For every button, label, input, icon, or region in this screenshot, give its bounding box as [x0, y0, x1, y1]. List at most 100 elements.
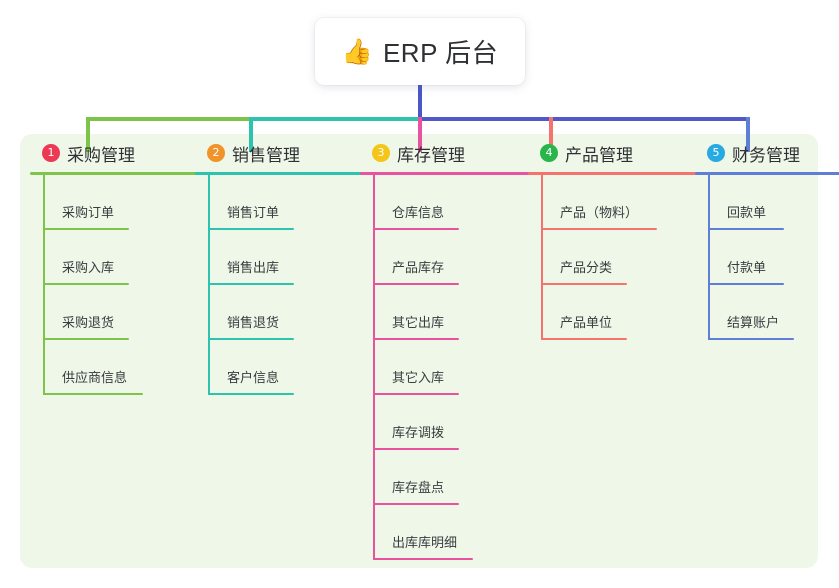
branch-item-label: 其它出库 — [392, 315, 445, 330]
branch-item-label: 产品库存 — [392, 260, 445, 275]
branch-item-list: 仓库信息产品库存其它出库其它入库库存调拨库存盘点出库库明细 — [360, 175, 660, 560]
branch-item-rule — [43, 283, 129, 285]
branch-item-rule — [208, 228, 294, 230]
branch-item[interactable]: 其它入库 — [360, 340, 660, 395]
diagram-panel-background — [20, 134, 818, 568]
branch-item[interactable]: 采购入库 — [30, 230, 330, 285]
branch-column-2: 2 销售管理销售订单销售出库销售退货客户信息 — [195, 140, 495, 395]
branch-column-1: 1 采购管理采购订单采购入库采购退货供应商信息 — [30, 140, 330, 395]
branch-number-badge: 2 — [207, 144, 225, 162]
branch-item-rule — [373, 283, 459, 285]
branch-item-label: 出库库明细 — [392, 535, 458, 550]
branch-item-rule — [373, 503, 459, 505]
branch-item-rule — [208, 338, 294, 340]
branch-item-label: 库存盘点 — [392, 480, 445, 495]
branch-item[interactable]: 产品库存 — [360, 230, 660, 285]
branch-item-label: 供应商信息 — [62, 370, 128, 385]
branch-item-label: 结算账户 — [727, 315, 780, 330]
branch-spine-line — [708, 175, 710, 340]
branch-header-rule — [30, 172, 330, 175]
branch-item[interactable]: 仓库信息 — [360, 175, 660, 230]
branch-item-label: 采购订单 — [62, 205, 115, 220]
branch-item-rule — [708, 228, 784, 230]
branch-item-label: 采购入库 — [62, 260, 115, 275]
branch-item-label: 其它入库 — [392, 370, 445, 385]
branch-item-list: 销售订单销售出库销售退货客户信息 — [195, 175, 495, 395]
root-node-title: ERP 后台 — [382, 38, 499, 68]
branch-header-4[interactable]: 4 产品管理 — [528, 140, 828, 166]
branch-item[interactable]: 库存调拨 — [360, 395, 660, 450]
branch-item-rule — [373, 338, 459, 340]
branch-item-rule — [208, 393, 294, 395]
branch-item-label: 回款单 — [727, 205, 767, 220]
branch-item[interactable]: 回款单 — [695, 175, 839, 230]
branch-number-badge: 3 — [372, 144, 390, 162]
branch-item[interactable]: 供应商信息 — [30, 340, 330, 395]
branch-item-rule — [541, 228, 657, 230]
branch-header-5[interactable]: 5 财务管理 — [695, 140, 839, 166]
branch-title: 产品管理 — [565, 145, 633, 165]
branch-header-rule — [360, 172, 660, 175]
branch-item-label: 客户信息 — [227, 370, 280, 385]
branch-number-badge: 1 — [42, 144, 60, 162]
branch-item[interactable]: 客户信息 — [195, 340, 495, 395]
branch-item-rule — [208, 283, 294, 285]
branch-title: 财务管理 — [732, 145, 800, 165]
branch-item-rule — [708, 283, 784, 285]
branch-item-rule — [373, 558, 473, 560]
branch-item[interactable]: 产品（物料） — [528, 175, 828, 230]
branch-item[interactable]: 产品单位 — [528, 285, 828, 340]
branch-item-rule — [708, 338, 794, 340]
branch-item[interactable]: 付款单 — [695, 230, 839, 285]
branch-item-label: 产品（物料） — [560, 205, 639, 220]
thumbs-up-icon: 👍 — [341, 37, 373, 66]
branch-item-rule — [43, 228, 129, 230]
branch-item-label: 销售订单 — [227, 205, 280, 220]
root-node-card[interactable]: 👍 ERP 后台 — [315, 18, 525, 85]
branch-item[interactable]: 库存盘点 — [360, 450, 660, 505]
branch-item-rule — [373, 393, 459, 395]
branch-item[interactable]: 其它出库 — [360, 285, 660, 340]
branch-column-4: 4 产品管理产品（物料） 产品分类产品单位 — [528, 140, 828, 340]
branch-header-rule — [695, 172, 839, 175]
branch-item-label: 库存调拨 — [392, 425, 445, 440]
branch-item-rule — [43, 393, 143, 395]
branch-item[interactable]: 采购订单 — [30, 175, 330, 230]
branch-item[interactable]: 销售退货 — [195, 285, 495, 340]
branch-header-2[interactable]: 2 销售管理 — [195, 140, 495, 166]
branch-spine-line — [373, 175, 375, 560]
branch-item-list: 采购订单采购入库采购退货供应商信息 — [30, 175, 330, 395]
branch-number-badge: 4 — [540, 144, 558, 162]
branch-header-rule — [528, 172, 828, 175]
branch-header-rule — [195, 172, 495, 175]
branch-item-list: 回款单付款单结算账户 — [695, 175, 839, 340]
branch-title: 库存管理 — [397, 145, 465, 165]
branch-item[interactable]: 结算账户 — [695, 285, 839, 340]
branch-item-label: 采购退货 — [62, 315, 115, 330]
branch-header-1[interactable]: 1 采购管理 — [30, 140, 330, 166]
branch-item-label: 产品单位 — [560, 315, 613, 330]
branch-header-3[interactable]: 3 库存管理 — [360, 140, 660, 166]
branch-item[interactable]: 产品分类 — [528, 230, 828, 285]
branch-item-rule — [373, 448, 459, 450]
branch-spine-line — [541, 175, 543, 340]
branch-item-label: 仓库信息 — [392, 205, 445, 220]
branch-item-rule — [43, 338, 129, 340]
branch-column-5: 5 财务管理回款单付款单结算账户 — [695, 140, 839, 340]
branch-title: 销售管理 — [232, 145, 300, 165]
branch-item[interactable]: 采购退货 — [30, 285, 330, 340]
branch-item-rule — [373, 228, 459, 230]
branch-item-rule — [541, 338, 627, 340]
branch-item-label: 销售出库 — [227, 260, 280, 275]
branch-item[interactable]: 销售订单 — [195, 175, 495, 230]
branch-item-label: 产品分类 — [560, 260, 613, 275]
branch-item-label: 销售退货 — [227, 315, 280, 330]
branch-title: 采购管理 — [67, 145, 135, 165]
branch-spine-line — [208, 175, 210, 395]
branch-item[interactable]: 销售出库 — [195, 230, 495, 285]
branch-spine-line — [43, 175, 45, 395]
branch-number-badge: 5 — [707, 144, 725, 162]
branch-item[interactable]: 出库库明细 — [360, 505, 660, 560]
branch-column-3: 3 库存管理仓库信息产品库存其它出库其它入库库存调拨库存盘点出库库明细 — [360, 140, 660, 560]
branch-item-list: 产品（物料） 产品分类产品单位 — [528, 175, 828, 340]
